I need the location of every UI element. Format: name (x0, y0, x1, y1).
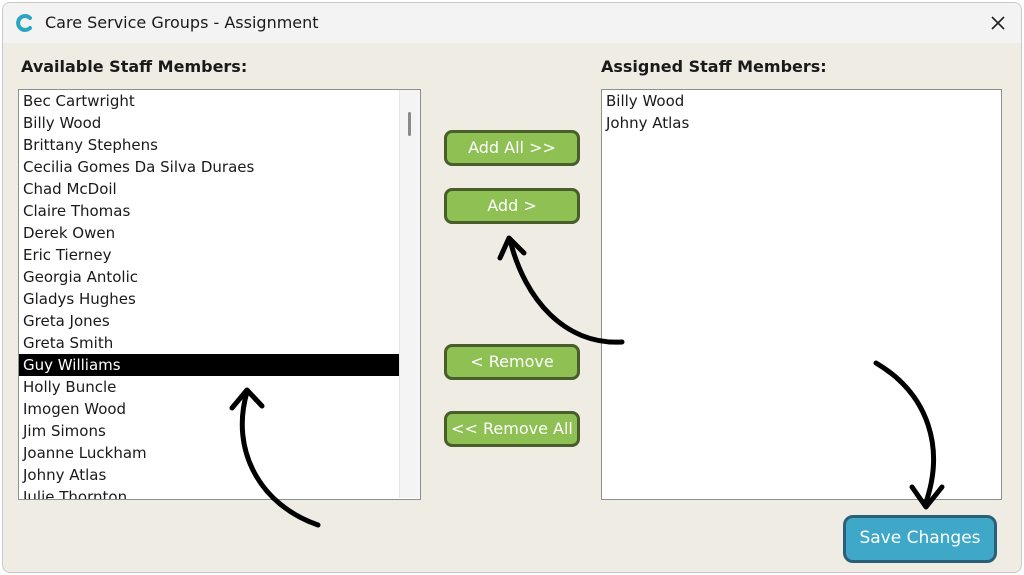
close-button[interactable] (975, 3, 1021, 43)
assigned-staff-label: Assigned Staff Members: (601, 57, 827, 76)
list-item[interactable]: Derek Owen (23, 224, 116, 242)
list-item[interactable]: Chad McDoil (23, 180, 117, 198)
list-item[interactable]: Billy Wood (23, 114, 102, 132)
list-item[interactable]: Imogen Wood (23, 400, 127, 418)
add-button[interactable]: Add > (444, 188, 580, 224)
window-title: Care Service Groups - Assignment (45, 13, 319, 32)
list-item[interactable]: Johny Atlas (606, 114, 690, 132)
list-item[interactable]: Joanne Luckham (23, 444, 147, 462)
remove-all-button[interactable]: << Remove All (444, 411, 580, 447)
list-item[interactable]: Julie Thornton (23, 488, 128, 500)
list-item[interactable]: Brittany Stephens (23, 136, 158, 154)
list-item[interactable]: Billy Wood (606, 92, 685, 110)
remove-button[interactable]: < Remove (444, 344, 580, 380)
add-all-button[interactable]: Add All >> (444, 130, 580, 166)
list-item[interactable]: Eric Tierney (23, 246, 112, 264)
list-item-selected[interactable]: Guy Williams (19, 354, 420, 376)
list-item[interactable]: Johny Atlas (23, 466, 107, 484)
list-item[interactable]: Claire Thomas (23, 202, 131, 220)
list-item[interactable]: Bec Cartwright (23, 92, 135, 110)
scrollbar-thumb[interactable] (408, 112, 411, 136)
list-item[interactable]: Holly Buncle (23, 378, 117, 396)
save-changes-button[interactable]: Save Changes (843, 515, 997, 563)
list-item[interactable]: Jim Simons (23, 422, 106, 440)
available-staff-label: Available Staff Members: (21, 57, 248, 76)
list-item[interactable]: Cecilia Gomes Da Silva Duraes (23, 158, 255, 176)
list-item[interactable]: Georgia Antolic (23, 268, 138, 286)
available-list-scrollbar[interactable] (399, 90, 420, 498)
list-item[interactable]: Greta Smith (23, 334, 114, 352)
close-icon (991, 16, 1005, 30)
title-bar: Care Service Groups - Assignment (3, 3, 1021, 43)
list-item[interactable]: Gladys Hughes (23, 290, 136, 308)
list-item[interactable]: Greta Jones (23, 312, 110, 330)
app-logo-icon (15, 13, 35, 33)
